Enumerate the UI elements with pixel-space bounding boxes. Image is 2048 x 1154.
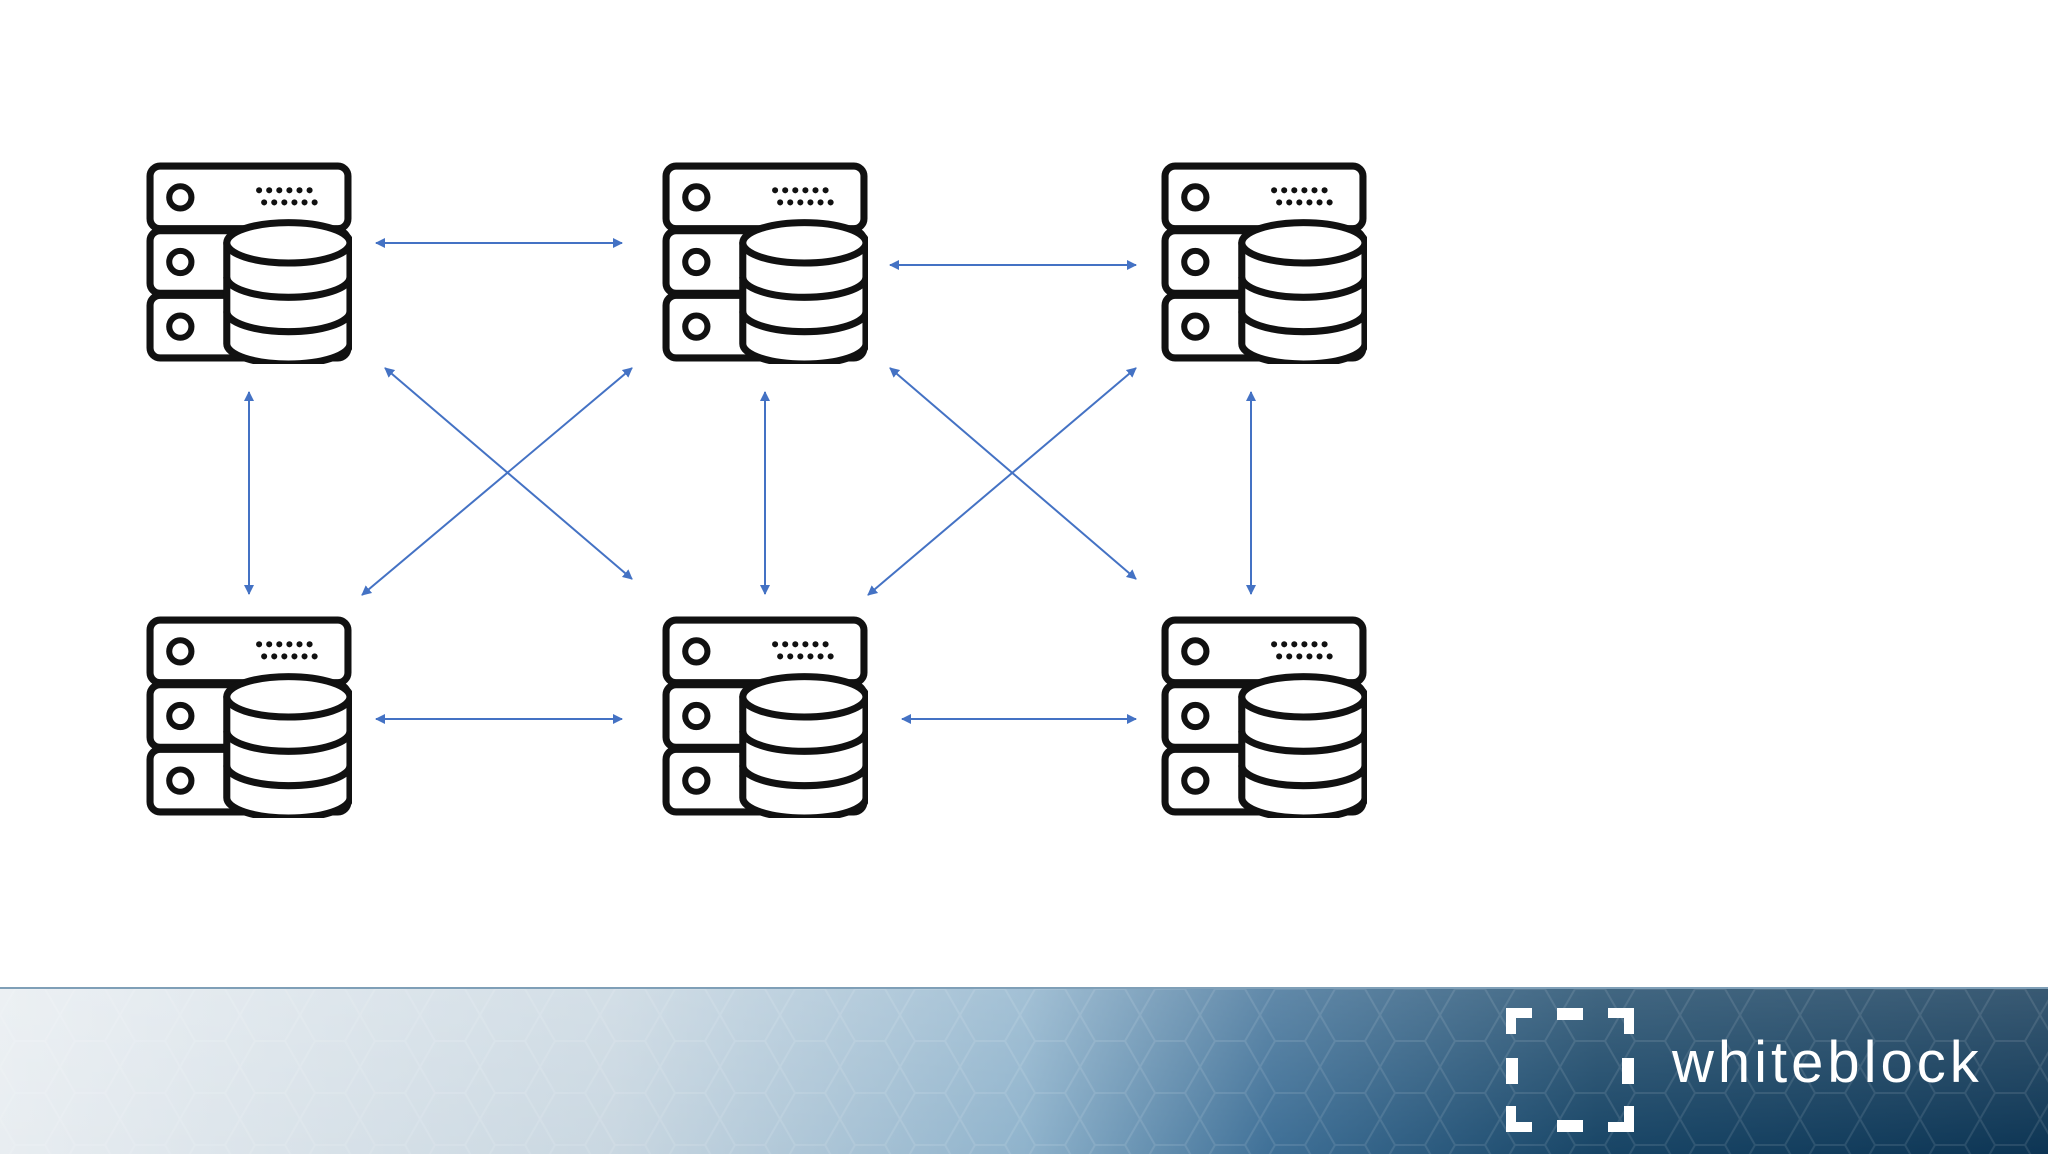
database-server-icon[interactable]: [150, 166, 350, 364]
database-server-icon[interactable]: [1165, 166, 1365, 364]
whiteblock-logo-icon: [1506, 1008, 1634, 1132]
edge-node2-node4: [361, 367, 633, 596]
database-server-icon[interactable]: [1165, 620, 1365, 818]
footer-banner: [0, 987, 2048, 1154]
edge-node3-node5: [867, 367, 1137, 596]
edges: [244, 238, 1256, 724]
brand-name: whiteblock: [1672, 1030, 1983, 1095]
database-server-icon[interactable]: [666, 166, 866, 364]
nodes: [150, 166, 1365, 818]
database-server-icon[interactable]: [666, 620, 866, 818]
footer-background: [0, 989, 2048, 1154]
database-server-icon[interactable]: [150, 620, 350, 818]
